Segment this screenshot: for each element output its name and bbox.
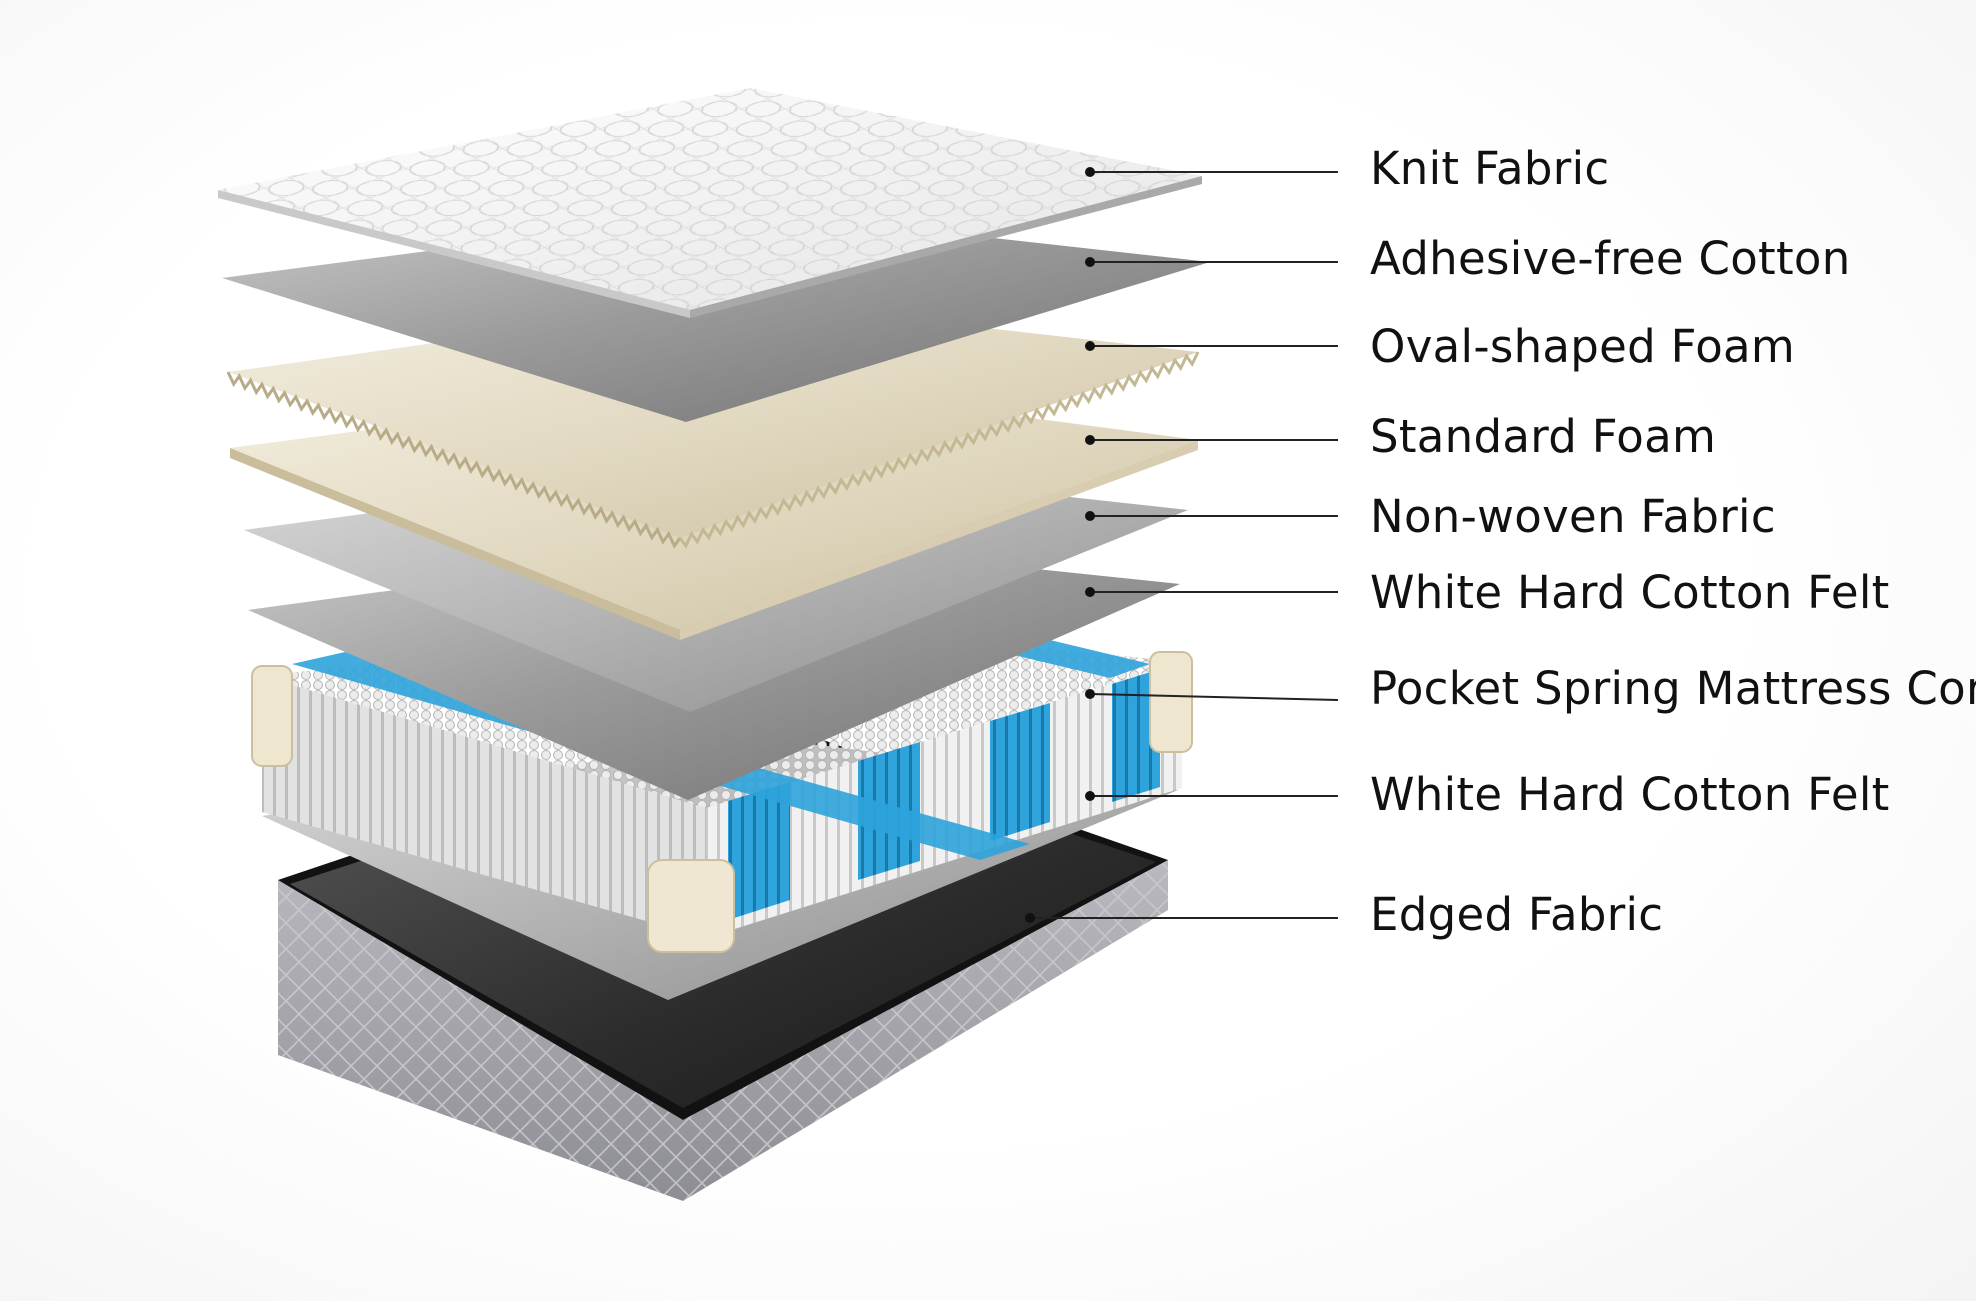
knit-fabric-sheet bbox=[218, 88, 1202, 318]
label-non-woven-fabric: Non-woven Fabric bbox=[1370, 490, 1776, 543]
leader-dots bbox=[1025, 167, 1095, 923]
label-standard-foam: Standard Foam bbox=[1370, 410, 1717, 463]
label-knit-fabric: Knit Fabric bbox=[1370, 142, 1610, 195]
label-pocket-spring-mattress-core: Pocket Spring Mattress Core bbox=[1370, 662, 1976, 715]
label-white-hard-cotton-felt-lower: White Hard Cotton Felt bbox=[1370, 768, 1890, 821]
label-adhesive-free-cotton: Adhesive-free Cotton bbox=[1370, 232, 1851, 285]
label-oval-shaped-foam: Oval-shaped Foam bbox=[1370, 320, 1796, 373]
leader-pocket-spring-mattress-core bbox=[1089, 693, 1339, 701]
adhesive-free-cotton-sheet bbox=[222, 210, 1210, 422]
leader-lines bbox=[1030, 171, 1339, 919]
label-white-hard-cotton-felt-upper: White Hard Cotton Felt bbox=[1370, 566, 1890, 619]
oval-shaped-foam-sheet bbox=[226, 300, 1200, 549]
label-edged-fabric: Edged Fabric bbox=[1370, 888, 1664, 941]
